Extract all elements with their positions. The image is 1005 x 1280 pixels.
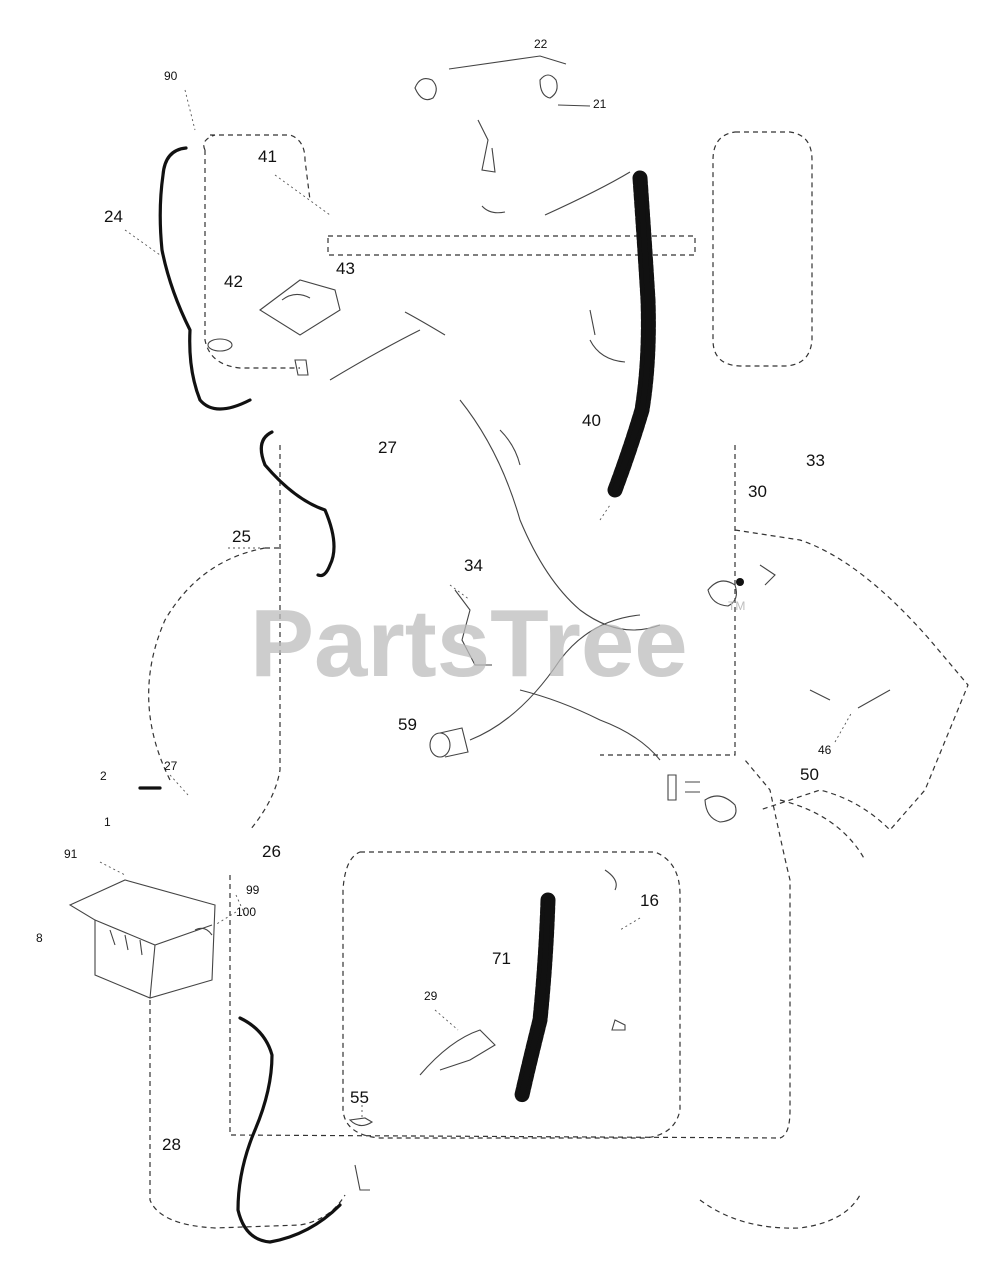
outline-lower-left-wheel	[149, 1000, 346, 1229]
part-46-50-fittings	[667, 564, 891, 823]
outline-frame-bar	[327, 235, 696, 256]
outline-right-fender	[779, 799, 866, 861]
callout-59: 59	[398, 715, 417, 734]
callout-71: 71	[492, 949, 511, 968]
callout-8: 8	[36, 931, 43, 945]
wire-28	[236, 1016, 342, 1244]
callout-1: 1	[104, 815, 111, 829]
part-34-59-connectors	[429, 589, 661, 761]
callout-16: 16	[640, 891, 659, 910]
callout-41: 41	[258, 147, 277, 166]
callout-40: 40	[582, 411, 601, 430]
callout-55: 55	[350, 1088, 369, 1107]
callout-100: 100	[236, 905, 256, 919]
callout-34: 34	[464, 556, 483, 575]
callout-33: 33	[806, 451, 825, 470]
callout-50: 50	[800, 765, 819, 784]
outline-lower-chassis	[342, 851, 681, 1139]
part-42-bracket	[207, 279, 341, 376]
callout-99: 99	[246, 883, 260, 897]
part-16-29-71-lower	[348, 869, 626, 1191]
part-upper-linkage	[477, 119, 631, 216]
callout-29: 29	[424, 989, 438, 1003]
callout-91: 91	[64, 847, 78, 861]
outline-lower-right-wheel	[699, 1194, 861, 1229]
callout-2: 2	[100, 769, 107, 783]
callout-24: 24	[104, 207, 123, 226]
outline-lower-frame	[229, 759, 791, 1139]
callout-25: 25	[232, 527, 251, 546]
watermark-text: PartsTree	[250, 590, 688, 697]
callout-26: 26	[262, 842, 281, 861]
callout-30: 30	[748, 482, 767, 501]
callout-90: 90	[164, 69, 178, 83]
callout-21: 21	[593, 97, 607, 111]
part-22-21-brackets	[414, 55, 591, 107]
callout-43: 43	[336, 259, 355, 278]
part-27-harness	[329, 309, 661, 631]
hose-71-core	[519, 897, 551, 1098]
callout-27: 27	[378, 438, 397, 457]
callout-42: 42	[224, 272, 243, 291]
outline-right-panel	[712, 131, 813, 367]
connector-30	[736, 578, 744, 586]
outline-upper-center-body	[249, 445, 969, 831]
outline-upper-left-panel	[203, 134, 311, 369]
outline-wheel-left	[148, 547, 280, 781]
wire-24	[158, 146, 252, 411]
wire-25	[259, 430, 336, 578]
leader-lines	[99, 89, 853, 1118]
part-91-battery	[68, 879, 216, 999]
watermark-tm: TM	[728, 599, 745, 613]
callout-27-small: 27	[164, 759, 178, 773]
callout-22: 22	[534, 37, 548, 51]
hose-40-core	[612, 175, 652, 493]
callout-46: 46	[818, 743, 832, 757]
callout-28: 28	[162, 1135, 181, 1154]
